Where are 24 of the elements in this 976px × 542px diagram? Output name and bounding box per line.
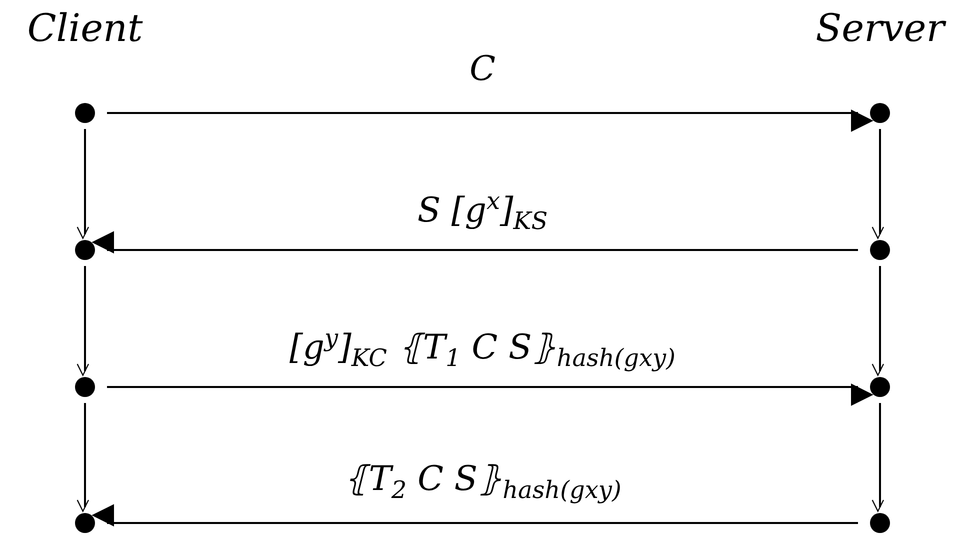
message-arrow (107, 384, 874, 406)
step-arrow (76, 129, 89, 239)
lifeline-dot (870, 240, 890, 260)
step-arrow (76, 403, 89, 512)
step-arrow (872, 129, 884, 239)
step-arrow (872, 266, 884, 376)
message-arrow (107, 110, 874, 132)
message-label: ⦃T$_{2}$ C S⦄$_{hash(gxy)}$ (344, 461, 622, 504)
message-label: C (470, 51, 496, 88)
lifeline-dot (870, 103, 890, 123)
step-arrow (76, 266, 89, 376)
message-arrow (92, 504, 858, 526)
message-label: S [g$^{x}$]$_{KS}$ (417, 188, 548, 235)
lifeline-dot (870, 377, 890, 397)
step-arrow (872, 403, 884, 512)
lifeline-dot (870, 513, 890, 533)
lifeline-dot (75, 513, 95, 533)
lifeline-dot (75, 103, 95, 123)
lifeline-dot (75, 377, 95, 397)
participant-name: Client (27, 8, 143, 50)
message-arrow (92, 231, 858, 254)
participant-name: Server (816, 8, 944, 50)
lifeline-dot (75, 240, 95, 260)
message-label: [g$^{y}$]$_{KC}$ ⦃T$_{1}$ C S⦄$_{hash(gxy)}$ (290, 325, 676, 372)
